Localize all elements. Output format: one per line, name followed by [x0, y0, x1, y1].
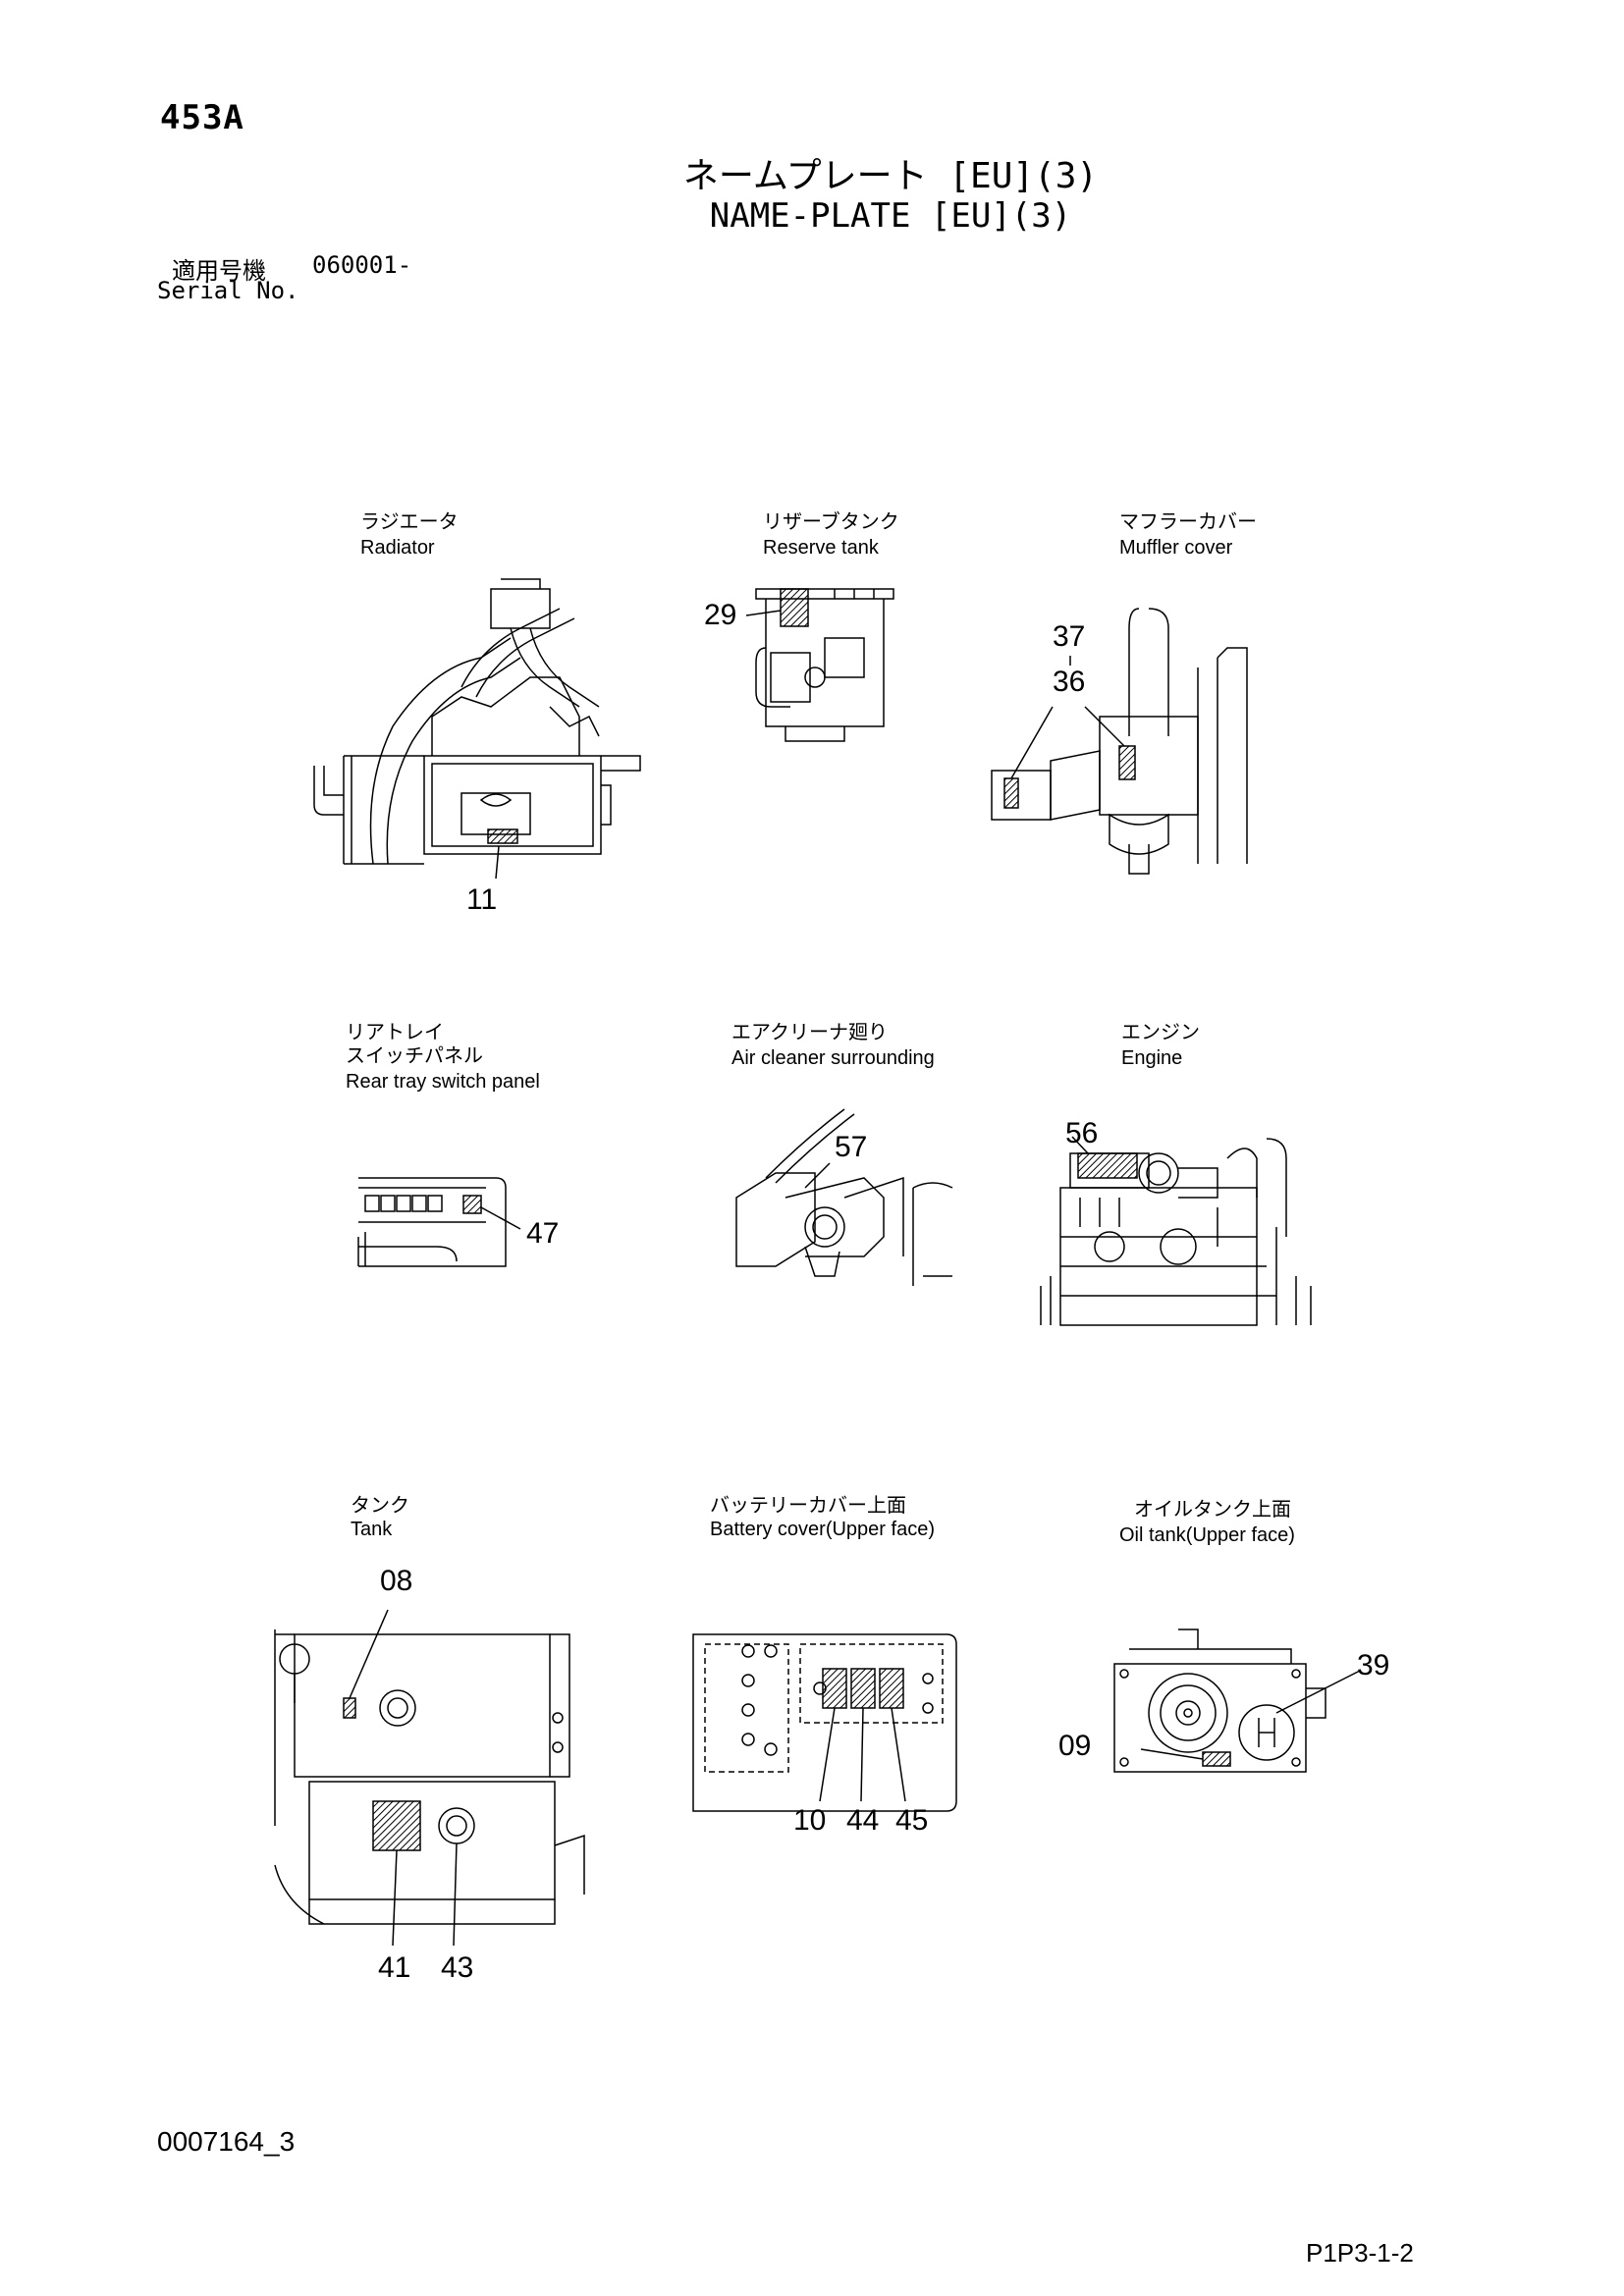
nameplate-10: [823, 1669, 846, 1708]
engine-drawing: [1041, 1137, 1311, 1325]
rear-tray-label-jp1: リアトレイ: [346, 1022, 444, 1043]
battery-cover-drawing: [693, 1634, 956, 1811]
part-number-47: 47: [526, 1217, 560, 1250]
muffler-cover-label-jp: マフラーカバー: [1119, 511, 1257, 533]
nameplate-29: [781, 589, 808, 626]
battery-cover-label-en: Battery cover(Upper face): [710, 1519, 935, 1540]
reserve-tank-label-en: Reserve tank: [763, 537, 879, 559]
nameplate-44: [851, 1669, 875, 1708]
document-id: 0007164_3: [157, 2126, 296, 2157]
tank-drawing: [275, 1610, 584, 1946]
nameplate-08: [344, 1698, 355, 1718]
part-number-37: 37: [1053, 620, 1086, 653]
muffler-cover-label-en: Muffler cover: [1119, 537, 1233, 559]
tank-label-en: Tank: [351, 1519, 393, 1540]
part-number-39: 39: [1357, 1649, 1390, 1682]
nameplate-47: [463, 1196, 481, 1213]
nameplate-09: [1203, 1752, 1230, 1766]
rear-tray-label-en: Rear tray switch panel: [346, 1071, 540, 1093]
part-number-10: 10: [793, 1804, 827, 1837]
part-number-45: 45: [895, 1804, 929, 1837]
engine-label-jp: エンジン: [1121, 1022, 1200, 1043]
nameplate-11: [488, 829, 517, 843]
nameplate-36: [1119, 746, 1135, 779]
oil-tank-drawing: [1114, 1629, 1360, 1772]
part-number-09: 09: [1058, 1730, 1092, 1762]
serial-label-jp: 適用号機: [172, 257, 266, 285]
part-number-56: 56: [1065, 1117, 1099, 1149]
radiator-label-jp: ラジエータ: [360, 511, 459, 533]
serial-label-en: Serial No.: [157, 277, 299, 304]
reserve-tank-drawing: [746, 589, 893, 741]
part-number-08: 08: [380, 1565, 413, 1597]
air-cleaner-label-en: Air cleaner surrounding: [731, 1047, 935, 1069]
radiator-drawing: [314, 579, 640, 879]
serial-value: 060001-: [312, 251, 412, 279]
part-number-57: 57: [835, 1131, 868, 1163]
rear-tray-label-jp2: スイッチパネル: [346, 1045, 483, 1067]
reserve-tank-label-jp: リザーブタンク: [763, 511, 899, 533]
radiator-label-en: Radiator: [360, 537, 435, 559]
part-number-36: 36: [1053, 666, 1086, 698]
oil-tank-label-jp: オイルタンク上面: [1134, 1499, 1291, 1521]
page-title-jp: ネームプレート [EU](3): [682, 156, 1099, 196]
part-number-41: 41: [378, 1951, 411, 1984]
part-number-11: 11: [466, 883, 498, 916]
nameplate-56: [1078, 1153, 1137, 1178]
page-code: 453A: [160, 98, 244, 137]
nameplate-45: [880, 1669, 903, 1708]
muffler-cover-drawing: [992, 609, 1247, 874]
nameplate-37: [1004, 778, 1018, 808]
page-title-en: NAME-PLATE [EU](3): [709, 196, 1072, 236]
rear-tray-drawing: [358, 1178, 520, 1266]
air-cleaner-drawing: [736, 1109, 952, 1286]
nameplate-41: [373, 1801, 420, 1850]
tank-label-jp: タンク: [351, 1495, 409, 1517]
engine-label-en: Engine: [1121, 1047, 1183, 1069]
page-number: P1P3-1-2: [1306, 2238, 1414, 2268]
battery-cover-label-jp: バッテリーカバー上面: [710, 1495, 906, 1517]
part-number-29: 29: [704, 599, 737, 631]
air-cleaner-label-jp: エアクリーナ廻り: [731, 1022, 888, 1043]
part-number-44: 44: [846, 1804, 880, 1837]
oil-tank-label-en: Oil tank(Upper face): [1119, 1524, 1295, 1546]
part-number-43: 43: [441, 1951, 474, 1984]
